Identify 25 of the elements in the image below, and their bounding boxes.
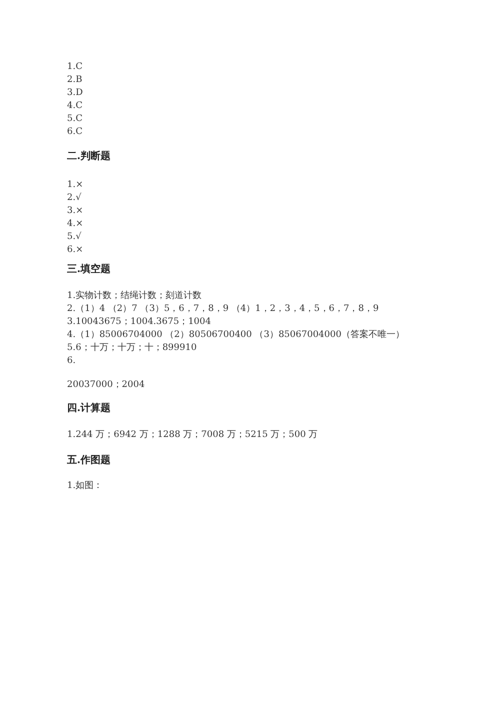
answer-line: 4.C bbox=[67, 101, 82, 112]
answer-line: 1.244 万；6942 万；1288 万；7008 万；5215 万；500 万 bbox=[67, 430, 318, 441]
section-heading: 三.填空题 bbox=[67, 264, 110, 275]
answer-line: 6.× bbox=[67, 245, 84, 256]
answer-line: 1.C bbox=[67, 62, 82, 73]
answer-line: 1.× bbox=[67, 180, 84, 191]
answer-line: 3.10043675；1004.3675；1004 bbox=[67, 317, 211, 328]
answer-line: 1.如图： bbox=[67, 481, 103, 492]
answer-line: 4.（1）85006704000 （2）80506700400 （3）85067004000（答案不唯一） bbox=[67, 330, 404, 341]
section-heading: 二.判断题 bbox=[67, 151, 110, 162]
answer-line: 4.× bbox=[67, 219, 84, 230]
section-heading: 五.作图题 bbox=[67, 455, 110, 466]
answer-line: 6. bbox=[67, 356, 76, 367]
answer-line: 2.（1）4 （2）7 （3）5，6，7，8，9 （4）1，2，3，4，5，6，7，8，9 bbox=[67, 304, 379, 315]
answer-line: 3.× bbox=[67, 206, 84, 217]
answer-line: 5.6；十万；十万；十；899910 bbox=[67, 343, 197, 354]
section-heading: 四.计算题 bbox=[67, 403, 110, 414]
answer-line: 6.C bbox=[67, 127, 82, 138]
answer-line: 3.D bbox=[67, 88, 83, 99]
answer-line: 2.B bbox=[67, 75, 82, 86]
answer-line: 5.C bbox=[67, 114, 82, 125]
answer-line: 5.√ bbox=[67, 232, 82, 243]
answer-line: 1.实物计数；结绳计数；刻道计数 bbox=[67, 291, 202, 302]
answer-line: 2.√ bbox=[67, 193, 82, 204]
answer-line: 20037000；2004 bbox=[67, 380, 145, 391]
